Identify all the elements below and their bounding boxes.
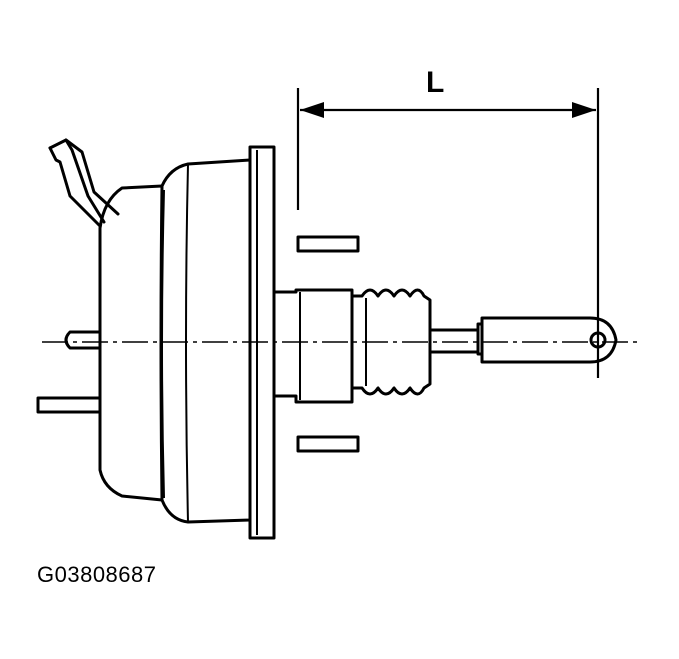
booster-front-shell bbox=[160, 158, 252, 524]
vacuum-hose-fitting bbox=[48, 138, 120, 228]
dimension-line-l bbox=[296, 88, 600, 378]
dimension-label: L bbox=[426, 66, 445, 99]
rubber-boot bbox=[350, 288, 432, 396]
rear-studs bbox=[36, 330, 102, 414]
front-boss bbox=[272, 288, 354, 404]
mounting-studs bbox=[296, 235, 360, 453]
booster-rear-shell bbox=[98, 184, 164, 502]
clevis bbox=[480, 316, 618, 364]
figure-code: G03808687 bbox=[37, 562, 157, 587]
